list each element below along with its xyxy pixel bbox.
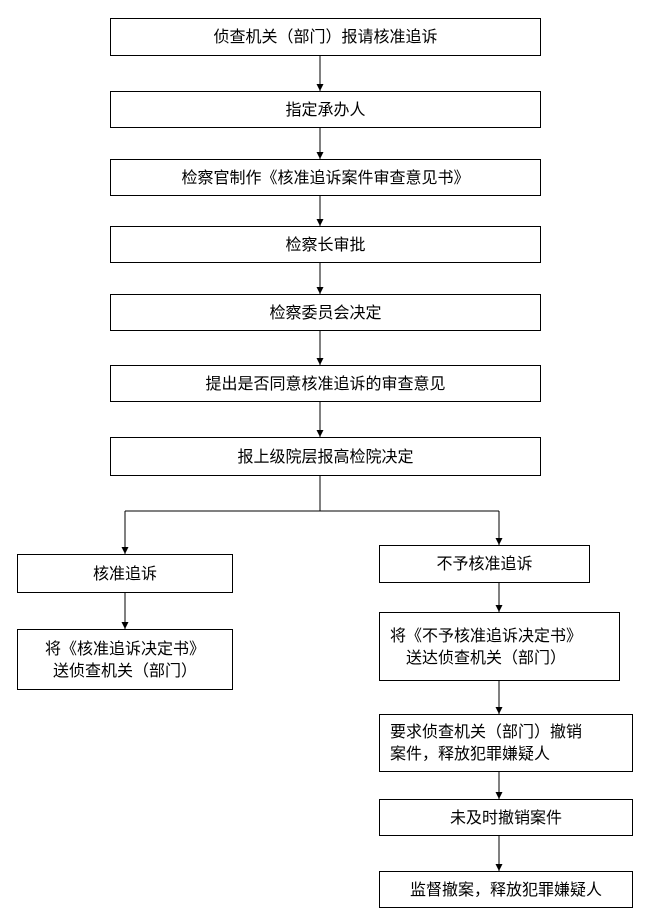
node-report-upper: 报上级院层报高检院决定 (110, 437, 541, 476)
node-label: 检察委员会决定 (269, 302, 382, 322)
node-chief-approval: 检察长审批 (110, 226, 541, 263)
node-reject-prosecution: 不予核准追诉 (379, 545, 590, 583)
node-label: 指定承办人 (285, 99, 366, 119)
node-label-line2: 送达侦查机关（部门） (406, 647, 567, 667)
node-label: 检察官制作《核准追诉案件审查意见书》 (181, 167, 470, 187)
node-label: 侦查机关（部门）报请核准追诉 (213, 27, 438, 46)
node-review-opinion: 提出是否同意核准追诉的审查意见 (110, 365, 541, 402)
node-send-rejection-decision: 将《不予核准追诉决定书》 送达侦查机关（部门） (379, 612, 620, 681)
node-label-line2: 案件，释放犯罪嫌疑人 (390, 744, 551, 763)
node-label: 报上级院层报高检院决定 (237, 446, 414, 466)
node-committee-decision: 检察委员会决定 (110, 294, 541, 331)
node-approve-prosecution: 核准追诉 (17, 554, 233, 593)
node-label-line2: 送侦查机关（部门） (52, 660, 197, 680)
node-label-line1: 将《核准追诉决定书》 (44, 638, 205, 658)
node-label: 检察长审批 (285, 234, 366, 254)
node-review-opinion-doc: 检察官制作《核准追诉案件审查意见书》 (110, 159, 541, 196)
node-send-approval-decision: 将《核准追诉决定书》 送侦查机关（部门） (17, 629, 233, 690)
node-not-revoked-timely: 未及时撤销案件 (379, 799, 633, 836)
node-supervise-revoke: 监督撤案，释放犯罪嫌疑人 (379, 871, 633, 908)
node-label: 监督撤案，释放犯罪嫌疑人 (409, 879, 602, 899)
node-label: 未及时撤销案件 (449, 807, 562, 827)
node-label: 提出是否同意核准追诉的审查意见 (205, 373, 446, 393)
node-assign-handler: 指定承办人 (110, 91, 541, 128)
node-label: 核准追诉 (92, 563, 157, 583)
node-label: 不予核准追诉 (436, 554, 533, 573)
node-label-line1: 将《不予核准追诉决定书》 (390, 625, 583, 645)
node-label-line1: 要求侦查机关（部门）撤销 (390, 722, 583, 741)
node-request-case-revoke: 要求侦查机关（部门）撤销 案件，释放犯罪嫌疑人 (379, 714, 633, 772)
node-report-request: 侦查机关（部门）报请核准追诉 (110, 18, 541, 56)
